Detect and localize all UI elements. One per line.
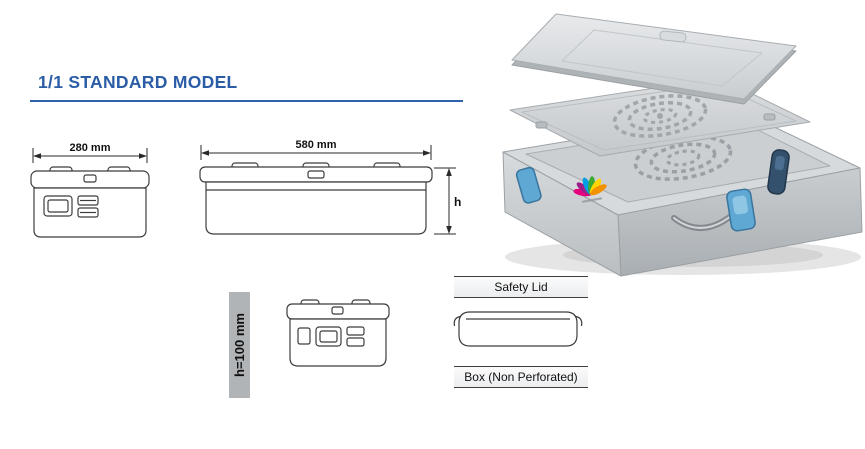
height-dimension-label: h: [454, 195, 461, 209]
page-title: 1/1 STANDARD MODEL: [38, 72, 238, 92]
box-header: Box (Non Perforated): [454, 366, 588, 388]
length-dimension-label: 580 mm: [296, 139, 337, 151]
side-view-drawing: [199, 162, 433, 235]
lid-profile-drawing: [453, 311, 583, 347]
product-photo: [502, 13, 863, 277]
width-dimension-label: 280 mm: [70, 142, 111, 154]
small-front-view-drawing: [286, 299, 390, 367]
safety-lid-header: Safety Lid: [454, 276, 588, 298]
box-label: Box (Non Perforated): [464, 370, 578, 384]
front-view-drawing: [30, 166, 150, 238]
height-value-bar: h=100 mm: [229, 292, 250, 398]
product-lid: [511, 13, 797, 105]
latch-front: [726, 188, 756, 232]
latch-clamp: [767, 149, 790, 195]
height-value-label: h=100 mm: [232, 313, 247, 377]
height-dimension: h: [434, 167, 461, 235]
width-dimension: 280 mm: [32, 142, 148, 163]
brand-logo: [573, 176, 607, 203]
length-dimension: 580 mm: [200, 139, 432, 160]
latch-left: [515, 166, 542, 204]
title-rule: [30, 100, 463, 102]
safety-lid-label: Safety Lid: [494, 280, 548, 294]
